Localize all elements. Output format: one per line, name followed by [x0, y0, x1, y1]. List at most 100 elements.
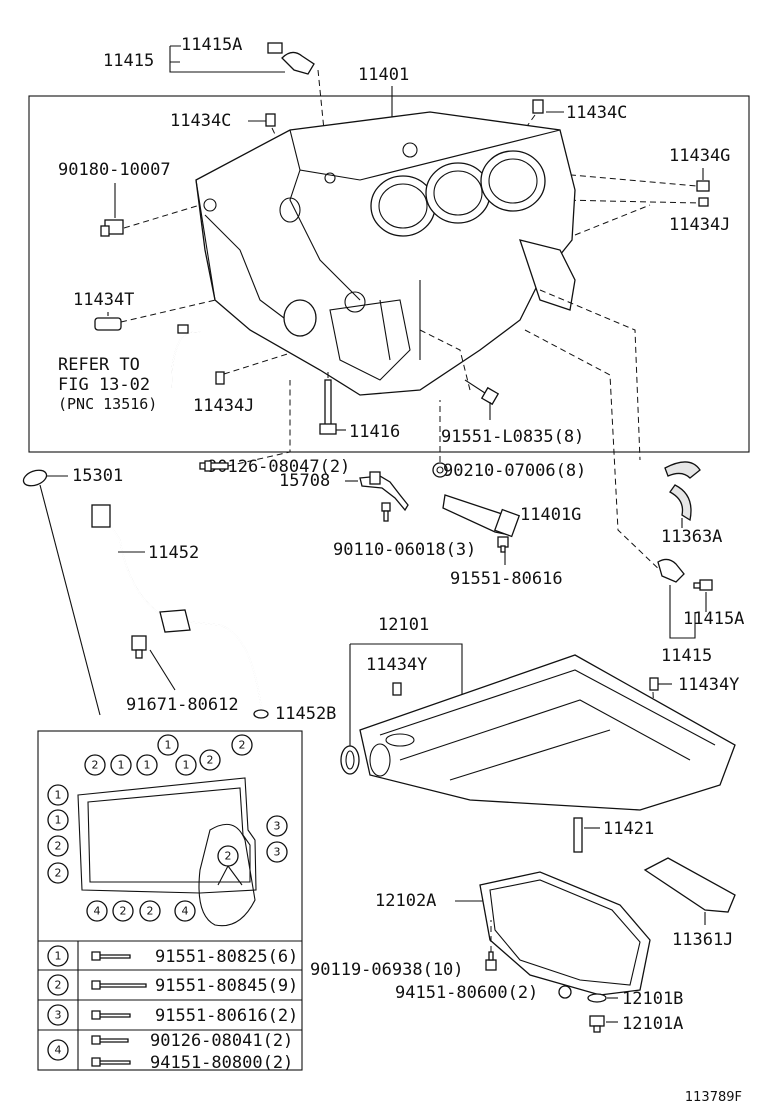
pin-11434G — [696, 180, 710, 192]
gasket-callout-top-row-low-1: 2 — [84, 754, 106, 776]
gasket-callout-bottom-row-1: 4 — [86, 900, 108, 922]
gasket-callout-right-column-1-number: 3 — [274, 820, 281, 833]
pin-11434T — [94, 317, 122, 331]
label-90110[interactable]: 90110-06018(3) — [333, 540, 476, 560]
gasket-callout-top-row-high-2-number: 2 — [239, 739, 246, 752]
legend-key-2-number: 2 — [55, 979, 62, 992]
label-11415A-top[interactable]: 11415A — [181, 35, 242, 55]
label-90180[interactable]: 90180-10007 — [58, 160, 171, 180]
label-94151-80600[interactable]: 94151-80600(2) — [395, 983, 538, 1003]
legend-key-4-number: 4 — [55, 1044, 62, 1057]
label-12101B[interactable]: 12101B — [622, 989, 683, 1009]
label-11416[interactable]: 11416 — [349, 422, 400, 442]
legend-bolt-icon — [91, 1010, 131, 1020]
label-90210[interactable]: 90210-07006(8) — [443, 461, 586, 481]
label-11415-top[interactable]: 11415 — [103, 51, 154, 71]
gasket-callout-top-row-high-2: 2 — [231, 734, 253, 756]
oil-pan-lower — [479, 871, 651, 996]
bolt-11416 — [319, 379, 337, 435]
label-12101A[interactable]: 12101A — [622, 1014, 683, 1034]
knock-sensor-right — [657, 558, 713, 591]
label-11363A[interactable]: 11363A — [661, 527, 722, 547]
dipstick-guide-11452 — [91, 504, 263, 711]
label-91551-L0835[interactable]: 91551-L0835(8) — [441, 427, 584, 447]
pin-11434J-low — [215, 371, 225, 385]
nut-94151-80600 — [558, 985, 572, 999]
pin-11434Y-left — [392, 682, 402, 696]
gasket-callout-inner-1: 2 — [217, 845, 239, 867]
label-11434G[interactable]: 11434G — [669, 146, 730, 166]
gasket-callout-bottom-row-3-number: 2 — [147, 905, 154, 918]
label-11434C-right[interactable]: 11434C — [566, 103, 627, 123]
label-15708[interactable]: 15708 — [279, 471, 330, 491]
label-11434Y-left[interactable]: 11434Y — [366, 655, 427, 675]
refer-line-2[interactable]: FIG 13-02 — [58, 375, 150, 395]
label-11361J[interactable]: 11361J — [672, 930, 733, 950]
legend-grid — [38, 940, 302, 1070]
label-11434C-left[interactable]: 11434C — [170, 111, 231, 131]
gasket-callout-bottom-row-1-number: 4 — [94, 905, 101, 918]
gasket-callout-top-row-high-1-number: 1 — [165, 739, 172, 752]
baffle-11361J — [643, 857, 736, 913]
label-11452B[interactable]: 11452B — [275, 704, 336, 724]
figure-id: 113789F — [685, 1090, 742, 1105]
refer-line-3[interactable]: (PNC 13516) — [58, 395, 157, 413]
legend-key-1: 1 — [47, 945, 69, 967]
gasket-callout-right-column-2-number: 3 — [274, 846, 281, 859]
label-11434T[interactable]: 11434T — [73, 290, 134, 310]
label-11421[interactable]: 11421 — [603, 819, 654, 839]
cylinder-block-frame — [28, 95, 750, 453]
gasket-callout-top-row-low-3-number: 1 — [144, 759, 151, 772]
legend-part-3-1: 91551-80616(2) — [155, 1006, 298, 1026]
bolt-91671 — [131, 635, 147, 659]
pin-11434Y-right — [649, 677, 659, 691]
gasket-inner-leader — [217, 865, 243, 886]
cylinder-block — [195, 111, 576, 396]
dipstick-15301 — [22, 469, 101, 716]
gasket-callout-bottom-row-2-number: 2 — [120, 905, 127, 918]
label-91671[interactable]: 91671-80612 — [126, 695, 239, 715]
leader-11415-top — [169, 45, 285, 73]
bracket-15708 — [359, 471, 409, 512]
sensor-11401G — [442, 494, 521, 538]
oring-11452B — [253, 709, 269, 719]
label-11434Y-right[interactable]: 11434Y — [678, 675, 739, 695]
legend-key-3: 3 — [47, 1004, 69, 1026]
label-90119[interactable]: 90119-06938(10) — [310, 960, 464, 980]
legend-bolt-icon — [91, 980, 147, 990]
legend-bolt-icon — [91, 1035, 129, 1045]
water-drain-pipe — [170, 324, 201, 389]
label-11434J-right[interactable]: 11434J — [669, 215, 730, 235]
label-90126-08047[interactable]: 90126-08047(2) — [207, 457, 350, 477]
label-12102A[interactable]: 12102A — [375, 891, 436, 911]
legend-part-2-1: 91551-80845(9) — [155, 976, 298, 996]
label-15301[interactable]: 15301 — [72, 466, 123, 486]
legend-panel — [37, 730, 303, 1071]
gasket-callout-left-column-3-number: 2 — [55, 840, 62, 853]
label-11452[interactable]: 11452 — [148, 543, 199, 563]
legend-key-3-number: 3 — [55, 1009, 62, 1022]
oil-pan-upper — [359, 654, 736, 811]
label-11401[interactable]: 11401 — [358, 65, 409, 85]
label-11415A-right[interactable]: 11415A — [683, 609, 744, 629]
label-11434J-low[interactable]: 11434J — [193, 396, 254, 416]
gasket-callout-bottom-row-3: 2 — [139, 900, 161, 922]
dowel-pin-11434C-right — [532, 99, 544, 114]
label-11401G[interactable]: 11401G — [520, 505, 581, 525]
gasket-12101B — [587, 993, 607, 1003]
pin-11434J-right — [698, 197, 709, 207]
gasket-outline — [77, 777, 257, 927]
legend-part-1-1: 91551-80825(6) — [155, 947, 298, 967]
label-11415-right[interactable]: 11415 — [661, 646, 712, 666]
label-91551-80616[interactable]: 91551-80616 — [450, 569, 563, 589]
bolt-91551-80616 — [497, 536, 509, 553]
refer-line-1[interactable]: REFER TO — [58, 355, 140, 375]
gasket-callout-left-column-1-number: 1 — [55, 789, 62, 802]
dowel-pin-11434C-left — [265, 113, 276, 127]
legend-rows: 1 91551-80825(6) 2 91551-80845(9) 3 91551-806… — [47, 945, 298, 1073]
label-12101[interactable]: 12101 — [378, 615, 429, 635]
gasket-callout-right-column-2: 3 — [266, 841, 288, 863]
legend-bolt-icon — [91, 951, 131, 961]
